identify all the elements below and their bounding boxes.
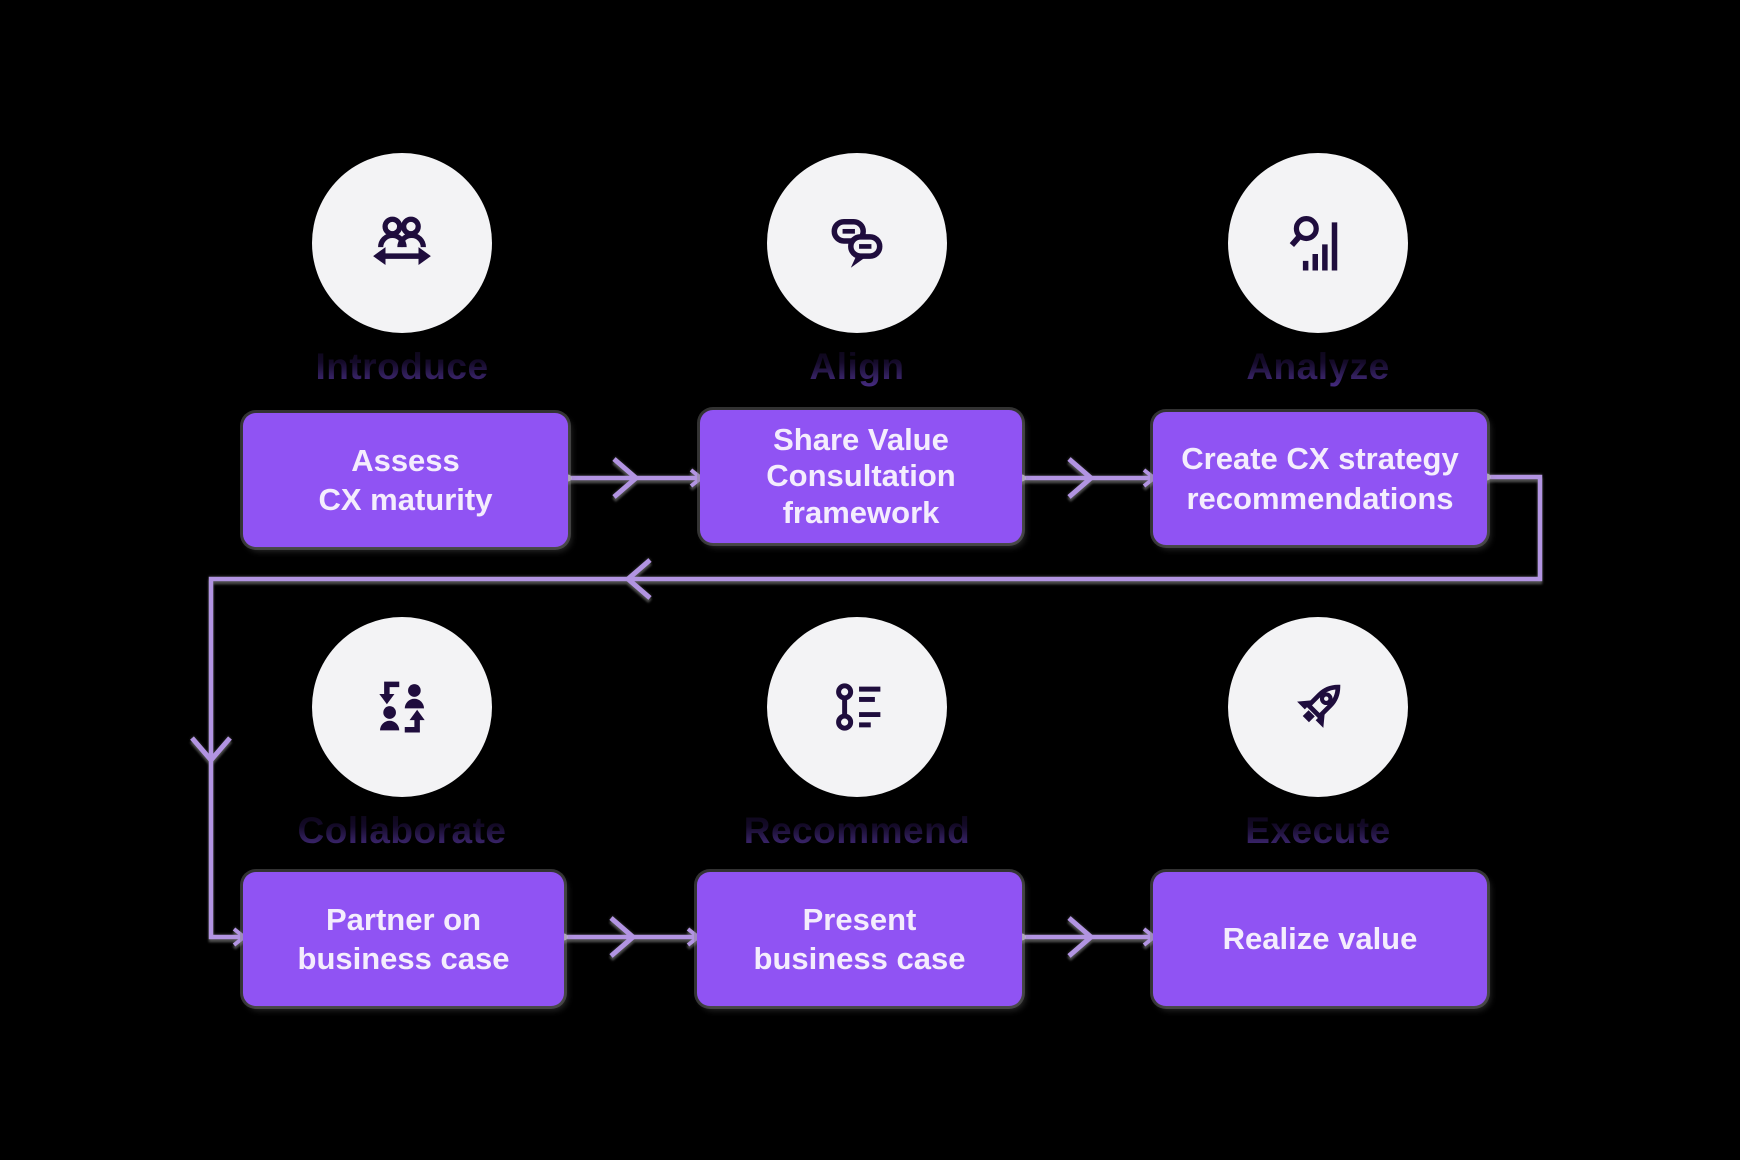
stage-circle-introduce bbox=[312, 153, 492, 333]
step-box-create-cx-strategy: Create CX strategy recommendations bbox=[1153, 412, 1487, 545]
stage-circle-align bbox=[767, 153, 947, 333]
timeline-list-icon bbox=[836, 683, 881, 731]
step-box-assess-cx-maturity: Assess CX maturity bbox=[243, 413, 568, 547]
stage-label-analyze: Analyze bbox=[1138, 346, 1498, 388]
people-cycle-icon bbox=[379, 681, 425, 733]
stage-label-align: Align bbox=[677, 346, 1037, 388]
stage-circle-collaborate bbox=[312, 617, 492, 797]
stage-label-introduce: Introduce bbox=[222, 346, 582, 388]
stage-circle-analyze bbox=[1228, 153, 1408, 333]
chat-bubbles-icon bbox=[831, 218, 883, 268]
step-box-partner-on-business-case: Partner on business case bbox=[243, 872, 564, 1006]
rocket-icon bbox=[1297, 684, 1341, 728]
stage-circle-recommend bbox=[767, 617, 947, 797]
stage-label-collaborate: Collaborate bbox=[222, 810, 582, 852]
stage-circle-execute bbox=[1228, 617, 1408, 797]
stage-label-execute: Execute bbox=[1138, 810, 1498, 852]
step-box-present-business-case: Present business case bbox=[697, 872, 1022, 1006]
people-handoff-icon bbox=[373, 216, 431, 265]
search-chart-icon bbox=[1289, 216, 1338, 271]
step-box-realize-value: Realize value bbox=[1153, 872, 1487, 1006]
stage-label-recommend: Recommend bbox=[677, 810, 1037, 852]
step-box-share-value-framework: Share Value Consultation framework bbox=[700, 410, 1022, 543]
